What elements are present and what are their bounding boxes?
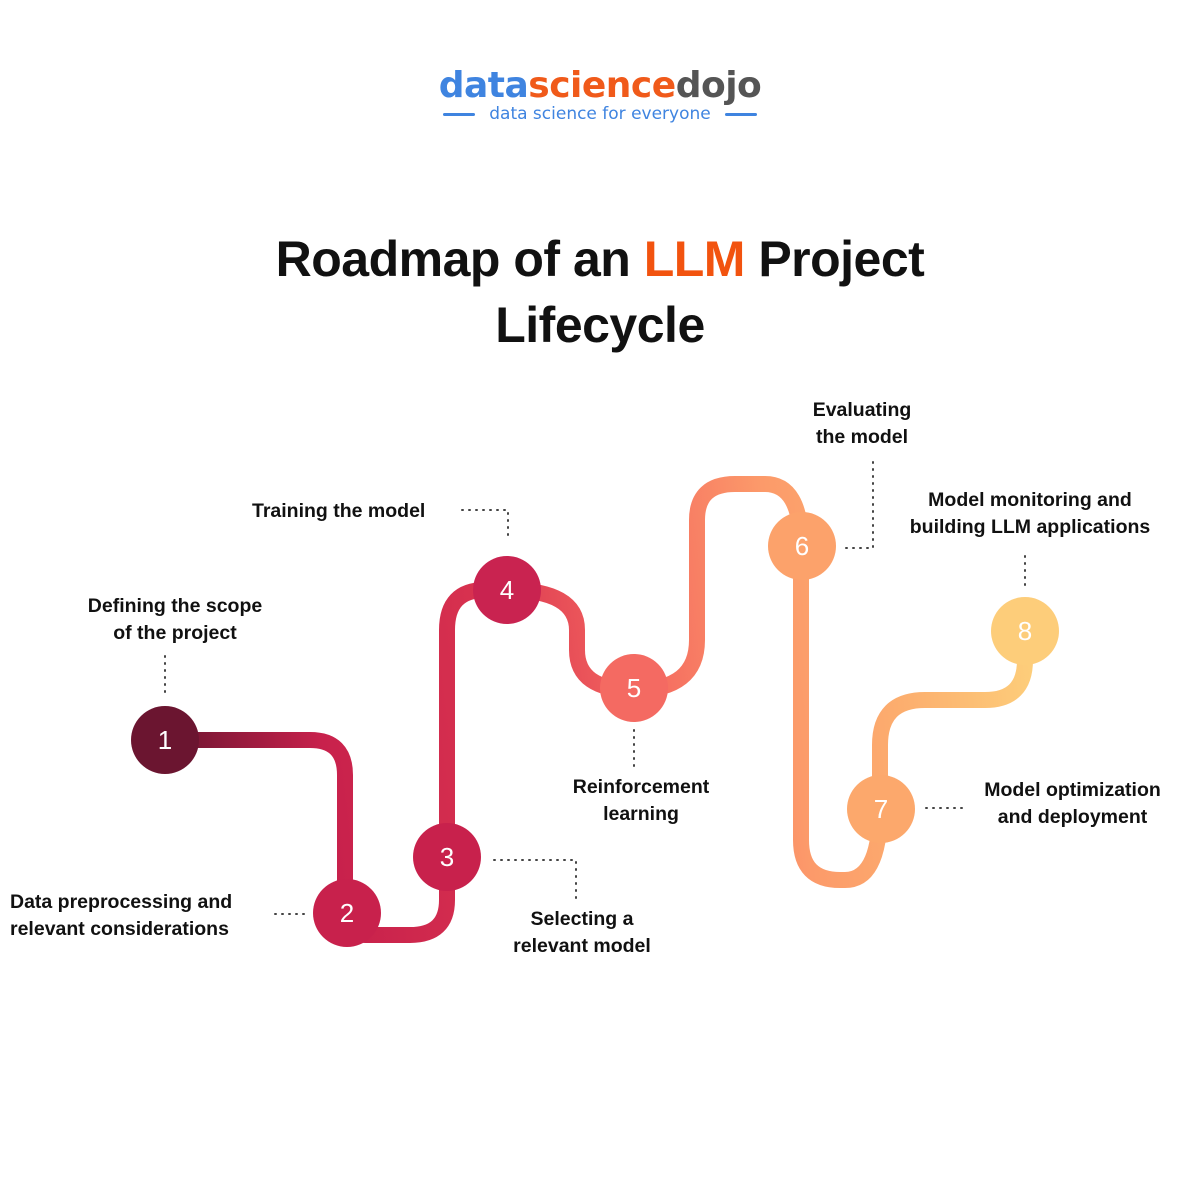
step-number-5: 5 (627, 673, 641, 703)
step-node-5: 5 (600, 654, 668, 722)
step-label-8: Model monitoring and building LLM applic… (885, 487, 1175, 541)
step-label-3: Selecting a relevant model (462, 906, 702, 960)
step-label-2: Data preprocessing and relevant consider… (10, 889, 265, 943)
connector-4 (461, 509, 509, 537)
step-label-2-line2: relevant considerations (10, 918, 229, 940)
step-number-3: 3 (440, 842, 454, 872)
step-node-3: 3 (413, 823, 481, 891)
title-line-2: Lifecycle (495, 297, 705, 353)
tagline-right-dash (724, 112, 757, 116)
dotted-connectors (164, 457, 1026, 915)
step-number-2: 2 (340, 898, 354, 928)
step-label-3-line1: Selecting a (530, 908, 634, 930)
datasciencedojo-logo: datasciencedojo data science for everyon… (0, 62, 1200, 124)
step-node-4: 4 (473, 556, 541, 624)
step-label-5-line1: Reinforcement (572, 776, 710, 798)
step-label-7-line2: and deployment (997, 806, 1148, 828)
step-node-2: 2 (313, 879, 381, 947)
step-label-4-line1: Training the model (252, 500, 426, 522)
connector-3 (493, 859, 577, 899)
logo-tagline: data science for everyone (489, 104, 711, 124)
logo-part-data: data (438, 65, 529, 106)
step-number-4: 4 (500, 575, 514, 605)
step-label-6-line2: the model (815, 426, 909, 448)
step-node-6: 6 (768, 512, 836, 580)
step-label-6-line1: Evaluating (812, 399, 912, 421)
step-label-1: Defining the scope of the project (55, 593, 295, 647)
title-line-1: Roadmap of an LLM Project (0, 226, 1200, 292)
step-label-1-line2: of the project (113, 622, 237, 644)
step-number-6: 6 (795, 531, 809, 561)
page-title: Roadmap of an LLM Project Lifecycle (0, 226, 1200, 358)
logo-part-dojo: dojo (675, 65, 762, 106)
step-label-8-line1: Model monitoring and (928, 489, 1132, 511)
title-accent-llm: LLM (643, 231, 746, 287)
title-prefix: Roadmap of an (275, 231, 644, 287)
step-number-1: 1 (158, 725, 172, 755)
logo-wordmark: datasciencedojo (0, 62, 1200, 110)
step-label-3-line2: relevant model (513, 935, 651, 957)
step-number-7: 7 (874, 794, 888, 824)
step-node-8: 8 (991, 597, 1059, 665)
logo-part-science: science (528, 65, 676, 106)
step-label-5-line2: learning (603, 803, 679, 825)
step-label-8-line2: building LLM applications (909, 516, 1151, 538)
tagline-left-dash (443, 112, 476, 116)
step-label-2-line1: Data preprocessing and (10, 891, 233, 913)
step-label-6: Evaluating the model (742, 397, 982, 451)
step-node-1: 1 (131, 706, 199, 774)
connector-6 (845, 457, 874, 549)
logo-tagline-row: data science for everyone (0, 104, 1200, 124)
step-label-5: Reinforcement learning (521, 774, 761, 828)
step-label-4: Training the model (252, 498, 457, 525)
step-node-7: 7 (847, 775, 915, 843)
roadmap-path (157, 476, 1033, 943)
step-label-7: Model optimization and deployment (960, 777, 1185, 831)
step-number-8: 8 (1018, 616, 1032, 646)
title-suffix: Project (744, 231, 925, 287)
step-label-7-line1: Model optimization (984, 779, 1161, 801)
step-label-1-line1: Defining the scope (87, 595, 263, 617)
